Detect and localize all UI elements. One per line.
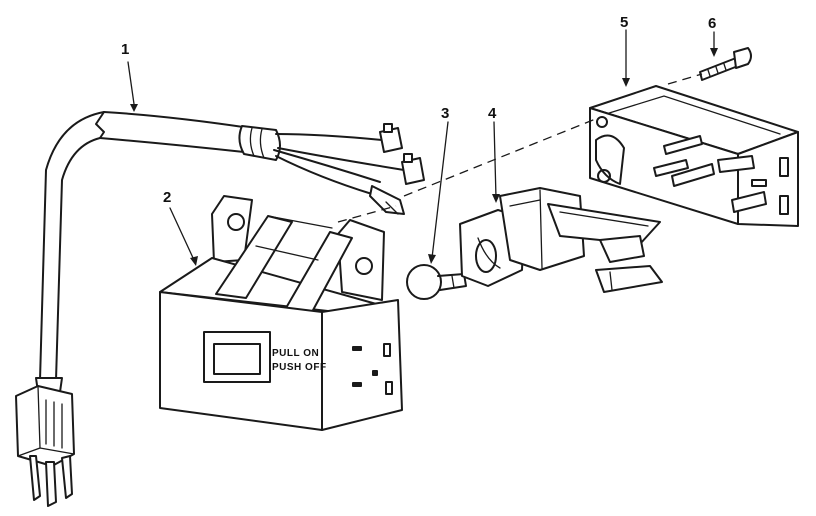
callout-5: 5 <box>620 14 628 31</box>
terminal-block-part-5 <box>589 85 799 227</box>
alignment-lines <box>337 73 703 223</box>
callout-1: 1 <box>121 41 129 58</box>
switch-mechanism-part-4 <box>459 187 663 293</box>
callout-leaders <box>127 29 718 266</box>
switch-housing-part-2: PULL ON PUSH OFF <box>159 195 403 431</box>
callout-3: 3 <box>441 105 449 122</box>
screw-part-6 <box>699 47 752 81</box>
push-off-label: PUSH OFF <box>272 362 327 373</box>
callout-6: 6 <box>708 15 716 32</box>
callout-4: 4 <box>488 105 497 122</box>
power-cord-part-1 <box>15 111 425 507</box>
pull-on-label: PULL ON <box>272 348 319 359</box>
switch-knob-part-3 <box>406 264 467 300</box>
callout-2: 2 <box>163 189 171 206</box>
